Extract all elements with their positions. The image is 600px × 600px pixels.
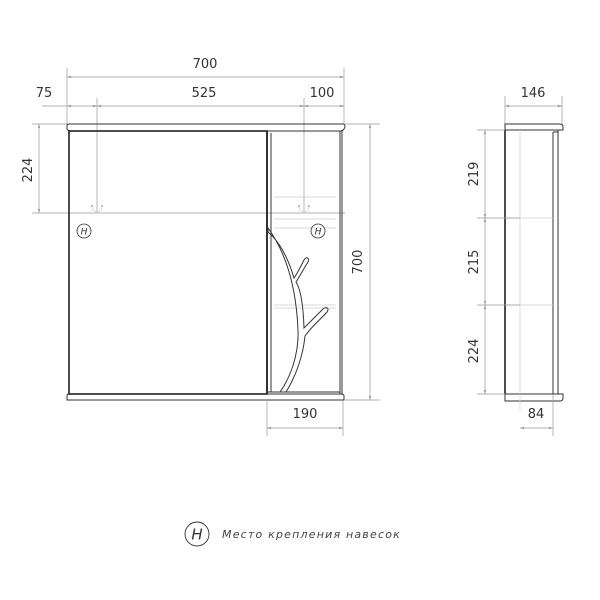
mount-point-symbol-right: H [310,223,326,239]
front-view: 700 75 525 100 224 [21,57,380,436]
mount-hook-left [91,205,103,213]
top-cornice [66,123,346,132]
mount-symbol-letter: H [81,228,88,238]
mount-point-legend-icon [184,521,210,547]
mirror-door [68,130,268,395]
side-bottom-cap [504,393,564,402]
dim-inner-depth: 84 [528,407,545,422]
dim-mount-height: 224 [21,158,36,183]
dim-shelf-width: 190 [293,407,318,422]
legend-symbol-letter: H [191,526,202,544]
dim-total-height: 700 [351,250,366,275]
dim-depth: 146 [521,86,546,101]
side-top-cap [504,123,564,131]
legend: H Место крепления навесок [184,521,401,547]
side-view: 146 219 215 224 84 [467,86,564,436]
mount-hook-right [298,205,310,213]
dim-total-width: 700 [193,57,218,72]
dim-right-offset: 100 [310,86,335,101]
bottom-base [66,393,345,401]
mount-symbol-letter: H [315,228,322,238]
dim-mount-spacing: 525 [192,86,217,101]
dim-section-bottom: 224 [467,339,482,364]
dim-section-middle: 215 [467,250,482,275]
decorative-branch-cutout [267,226,329,393]
legend-text: Место крепления навесок [222,528,401,541]
mount-point-symbol-left: H [76,223,92,239]
dim-section-top: 219 [467,162,482,187]
dim-left-offset: 75 [36,86,53,101]
